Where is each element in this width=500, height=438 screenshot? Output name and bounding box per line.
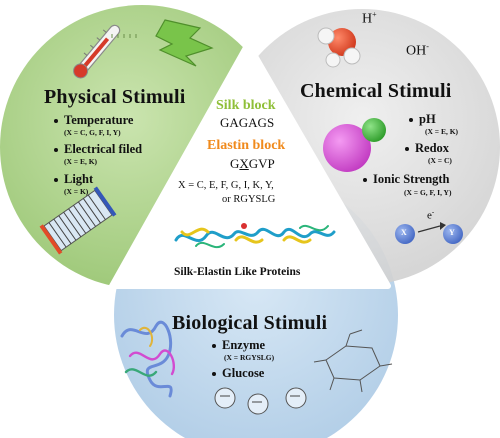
oh-minus-label: OH- bbox=[406, 42, 429, 59]
biological-title: Biological Stimuli bbox=[172, 312, 328, 334]
silk-block-sequence: GAGAGS bbox=[220, 115, 275, 130]
scale-ticks-decoration bbox=[111, 34, 137, 38]
x-residues-line2: or RGYSLG bbox=[222, 194, 276, 205]
thermometer-icon bbox=[73, 24, 121, 79]
biological-item-enzyme: Enzyme bbox=[212, 338, 265, 353]
enzyme-interaction-icons bbox=[214, 387, 307, 415]
h-plus-label: H+ bbox=[362, 10, 377, 27]
silk-block-title: Silk block bbox=[216, 98, 276, 113]
chemical-title: Chemical Stimuli bbox=[300, 80, 452, 102]
physical-item-label: Temperature bbox=[64, 113, 134, 127]
biological-item-glucose: Glucose bbox=[212, 366, 264, 381]
elastin-block-title: Elastin block bbox=[207, 138, 286, 153]
y-ball-icon bbox=[443, 224, 463, 244]
physical-item-note: (X = K) bbox=[64, 187, 89, 196]
chemical-item-label: Ionic Strength bbox=[373, 172, 450, 186]
bullet-icon bbox=[409, 118, 413, 123]
physical-item-note: (X = E, K) bbox=[64, 157, 98, 166]
magenta-ion-icon bbox=[323, 124, 371, 172]
chemical-item-note: (X = E, K) bbox=[425, 127, 459, 136]
bullet-icon bbox=[54, 119, 58, 124]
chemical-item-ionic: Ionic Strength bbox=[363, 172, 450, 187]
biological-item-label: Enzyme bbox=[222, 338, 266, 352]
center-triangle bbox=[109, 41, 391, 289]
chemical-item-label: Redox bbox=[415, 141, 450, 155]
light-coil-icon bbox=[39, 186, 117, 255]
selp-caption: Silk-Elastin Like Proteins bbox=[174, 266, 301, 278]
physical-item-electrical: Electrical filed bbox=[54, 142, 142, 157]
elastin-block-sequence: GXGVP bbox=[230, 156, 275, 171]
x-ball-label: X bbox=[401, 228, 407, 237]
chemical-item-note: (X = G, F, I, Y) bbox=[404, 188, 452, 197]
chemical-item-label: pH bbox=[419, 112, 436, 126]
electron-arrow-icon bbox=[417, 222, 446, 233]
bullet-icon bbox=[54, 178, 58, 183]
physical-title: Physical Stimuli bbox=[44, 86, 186, 108]
chemical-item-note: (X = C) bbox=[428, 156, 452, 165]
biological-item-label: Glucose bbox=[222, 366, 265, 380]
chemical-item-ph: pH bbox=[409, 112, 436, 127]
bullet-icon bbox=[54, 148, 58, 153]
x-ball-icon bbox=[395, 224, 415, 244]
green-ion-icon bbox=[362, 118, 386, 142]
protein-ribbon-icon bbox=[174, 223, 336, 249]
physical-item-temperature: Temperature bbox=[54, 113, 133, 128]
bullet-icon bbox=[212, 372, 216, 377]
lightning-bolt-icon bbox=[155, 19, 214, 67]
water-molecule-icon bbox=[317, 27, 361, 68]
physical-item-light: Light bbox=[54, 172, 93, 187]
electron-label: e- bbox=[427, 208, 435, 222]
bullet-icon bbox=[363, 178, 367, 183]
bullet-icon bbox=[405, 147, 409, 152]
biological-item-note: (X = RGYSLG) bbox=[224, 353, 275, 362]
glucose-structure-icon bbox=[313, 329, 393, 393]
x-residues-line1: X = C, E, F, G, I, K, Y, bbox=[178, 180, 274, 191]
y-ball-label: Y bbox=[449, 228, 455, 237]
physical-item-label: Light bbox=[64, 172, 94, 186]
chemical-item-redox: Redox bbox=[405, 141, 449, 156]
physical-item-label: Electrical filed bbox=[64, 142, 143, 156]
physical-item-note: (X = C, G, F, I, Y) bbox=[64, 128, 121, 137]
enzyme-structure-icon bbox=[120, 320, 175, 398]
bullet-icon bbox=[212, 344, 216, 349]
